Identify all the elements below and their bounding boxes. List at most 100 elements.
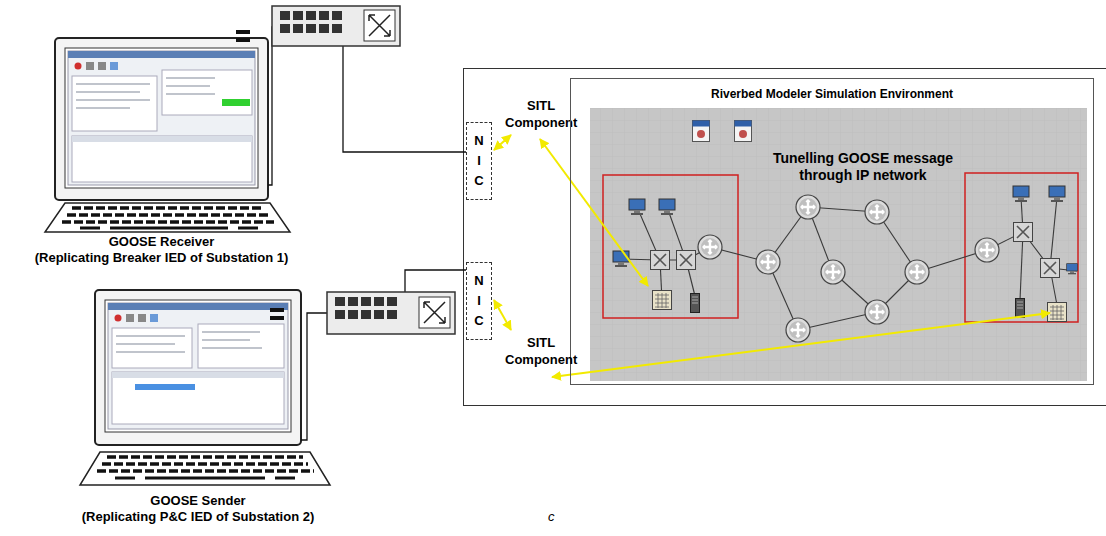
computer-illustration [45, 38, 290, 232]
ethernet-switch-part [335, 310, 345, 319]
computer-illustration-part [115, 477, 295, 480]
computer-illustration-part [86, 62, 94, 70]
plug-symbol [270, 308, 284, 320]
computer-illustration-part [45, 203, 290, 232]
network-cable [301, 270, 466, 440]
router-icon [975, 238, 999, 262]
pc-icon [629, 199, 645, 215]
sitl-link-arrow [494, 300, 511, 330]
computer-illustration-part [80, 452, 330, 485]
host-machine-outline [464, 69, 1106, 406]
figure-letter: c [548, 509, 555, 524]
server-icon [691, 294, 700, 313]
computer-illustration-part [72, 136, 252, 142]
computer-illustration-part [108, 303, 288, 310]
nic-box: N I C [466, 262, 492, 340]
computer-illustration-part [110, 62, 118, 70]
ethernet-switch-part [374, 310, 384, 319]
annotation-text: Tunelling GOOSE message through IP netwo… [763, 150, 963, 184]
ethernet-switch-part [319, 11, 329, 20]
ethernet-switch-part [424, 302, 445, 323]
computer-illustration-part [62, 220, 274, 224]
ethernet-switch-part [419, 297, 450, 328]
ethernet-switch-part [335, 297, 345, 306]
router-icon [865, 300, 889, 324]
computer-illustration-part [72, 76, 157, 131]
config-icon [735, 121, 752, 142]
ethernet-switch-part [280, 11, 290, 20]
device-name: GOOSE Sender [82, 493, 315, 509]
computer-illustration-part [115, 315, 122, 322]
plug-symbol-part [270, 308, 284, 312]
pc-icon [1013, 186, 1029, 202]
computer-illustration-part [105, 300, 291, 432]
pc-icon [1049, 186, 1065, 202]
subnet-outline [603, 175, 738, 318]
caption-group: GOOSE Receiver(Replicating Breaker IED o… [35, 234, 289, 266]
computer-illustration-part [202, 332, 262, 348]
ethernet-switch-part [306, 24, 316, 33]
device-role: (Replicating Breaker IED of Substation 1… [35, 250, 289, 266]
computer-illustration-part [72, 136, 252, 182]
simulation-panel: Riverbed Modeler Simulation Environment [570, 78, 1094, 385]
computer-illustration-part [126, 314, 134, 322]
ethernet-switch [272, 6, 400, 46]
sitl-link-arrow [494, 135, 511, 150]
computer-illustration-part [67, 213, 268, 217]
config-icon [693, 121, 710, 142]
ethernet-switch-part [280, 24, 290, 33]
computer-illustration-part [98, 62, 106, 70]
ethernet-switch-part [369, 15, 390, 36]
network-links-part [1050, 197, 1057, 268]
pc-icon [659, 199, 675, 215]
switch-icon [677, 251, 696, 270]
computer-illustration [80, 290, 330, 485]
computer-illustration-part [112, 372, 284, 424]
tnet-icon [1048, 303, 1067, 322]
network-links [621, 197, 1077, 330]
computer-illustration-part [112, 372, 284, 378]
computer-illustration-part [150, 314, 158, 322]
switch-icon [1041, 259, 1060, 278]
server-icon [1016, 299, 1025, 318]
tunnel-arrow [540, 139, 648, 286]
ethernet-switch-part [332, 24, 342, 33]
computer-illustration-part [97, 469, 314, 473]
caption-group: GOOSE Sender(Replicating P&C IED of Subs… [82, 493, 315, 525]
switch-icon [1014, 223, 1033, 242]
computer-illustration-part [68, 51, 255, 58]
ethernet-switch [327, 292, 455, 334]
ethernet-switch-part [327, 292, 455, 334]
computer-illustration-part [72, 206, 263, 210]
ethernet-switch-part [293, 11, 303, 20]
computer-illustration-part [55, 38, 268, 200]
ethernet-switch-part [293, 24, 303, 33]
plug-symbol-part [236, 30, 250, 34]
ethernet-switch-part [348, 310, 358, 319]
computer-illustration-part [198, 324, 284, 368]
router-icon [786, 318, 810, 342]
computer-illustration-part [95, 290, 301, 445]
plug-symbol-part [236, 38, 250, 42]
computer-illustration-part [75, 63, 82, 70]
computer-illustration-part [112, 328, 192, 368]
router-icon [905, 260, 929, 284]
nic-label: N I C [474, 131, 483, 191]
switch-icon [651, 251, 670, 270]
computer-illustration-part [166, 78, 215, 94]
nic-label: N I C [474, 271, 483, 331]
computer-illustration-part [80, 227, 258, 230]
component-label: SITL Component [505, 334, 577, 368]
router-icon [756, 250, 780, 274]
computer-illustration-part [107, 455, 303, 459]
ethernet-switch-part [348, 297, 358, 306]
sitl-component: SITL Component [503, 96, 579, 132]
subnet-outline [965, 173, 1078, 322]
computer-illustration-part [135, 384, 195, 390]
computer-illustration-part [108, 303, 288, 429]
computer-illustration-part [76, 84, 150, 108]
computer-illustration-part [102, 462, 308, 466]
router-icon [865, 200, 889, 224]
